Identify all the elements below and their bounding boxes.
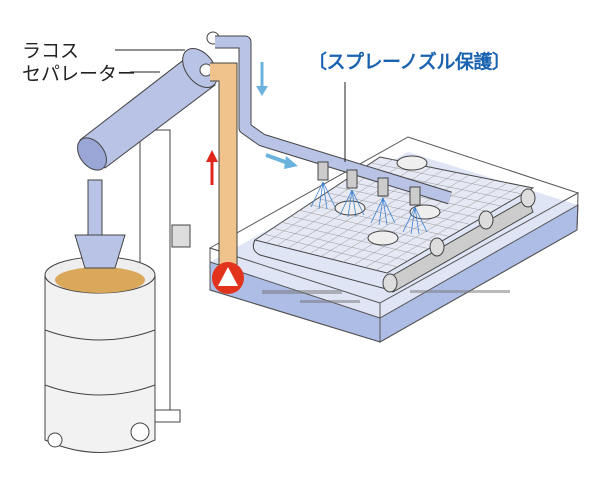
- separator-label-line2: セパレーター: [22, 63, 137, 85]
- belt-grid-line: [375, 185, 521, 271]
- nozzle: [317, 161, 421, 206]
- pump-icon: [212, 262, 244, 294]
- conveyor-belt: [252, 155, 536, 293]
- belt-grid-line: [364, 182, 508, 268]
- belt-grid-line: [342, 177, 483, 263]
- lacos-separator: [77, 31, 220, 171]
- clean-pipe: [215, 35, 452, 205]
- diagram-title: 〔スプレーノズル保護〕: [308, 51, 511, 73]
- up-arrow-icon: [206, 150, 218, 185]
- belt-roller: [382, 188, 536, 293]
- separator-label-line1: ラコス: [22, 40, 80, 62]
- workpiece: [334, 155, 441, 246]
- flow-down-arrow-icon: [256, 62, 268, 96]
- belt-grid-line: [331, 174, 470, 260]
- belt-grid-line: [353, 180, 495, 265]
- drum: [44, 179, 156, 453]
- dirty-pipe: [210, 62, 238, 275]
- spray: [310, 181, 428, 235]
- flow-right-arrow-icon: [265, 153, 298, 169]
